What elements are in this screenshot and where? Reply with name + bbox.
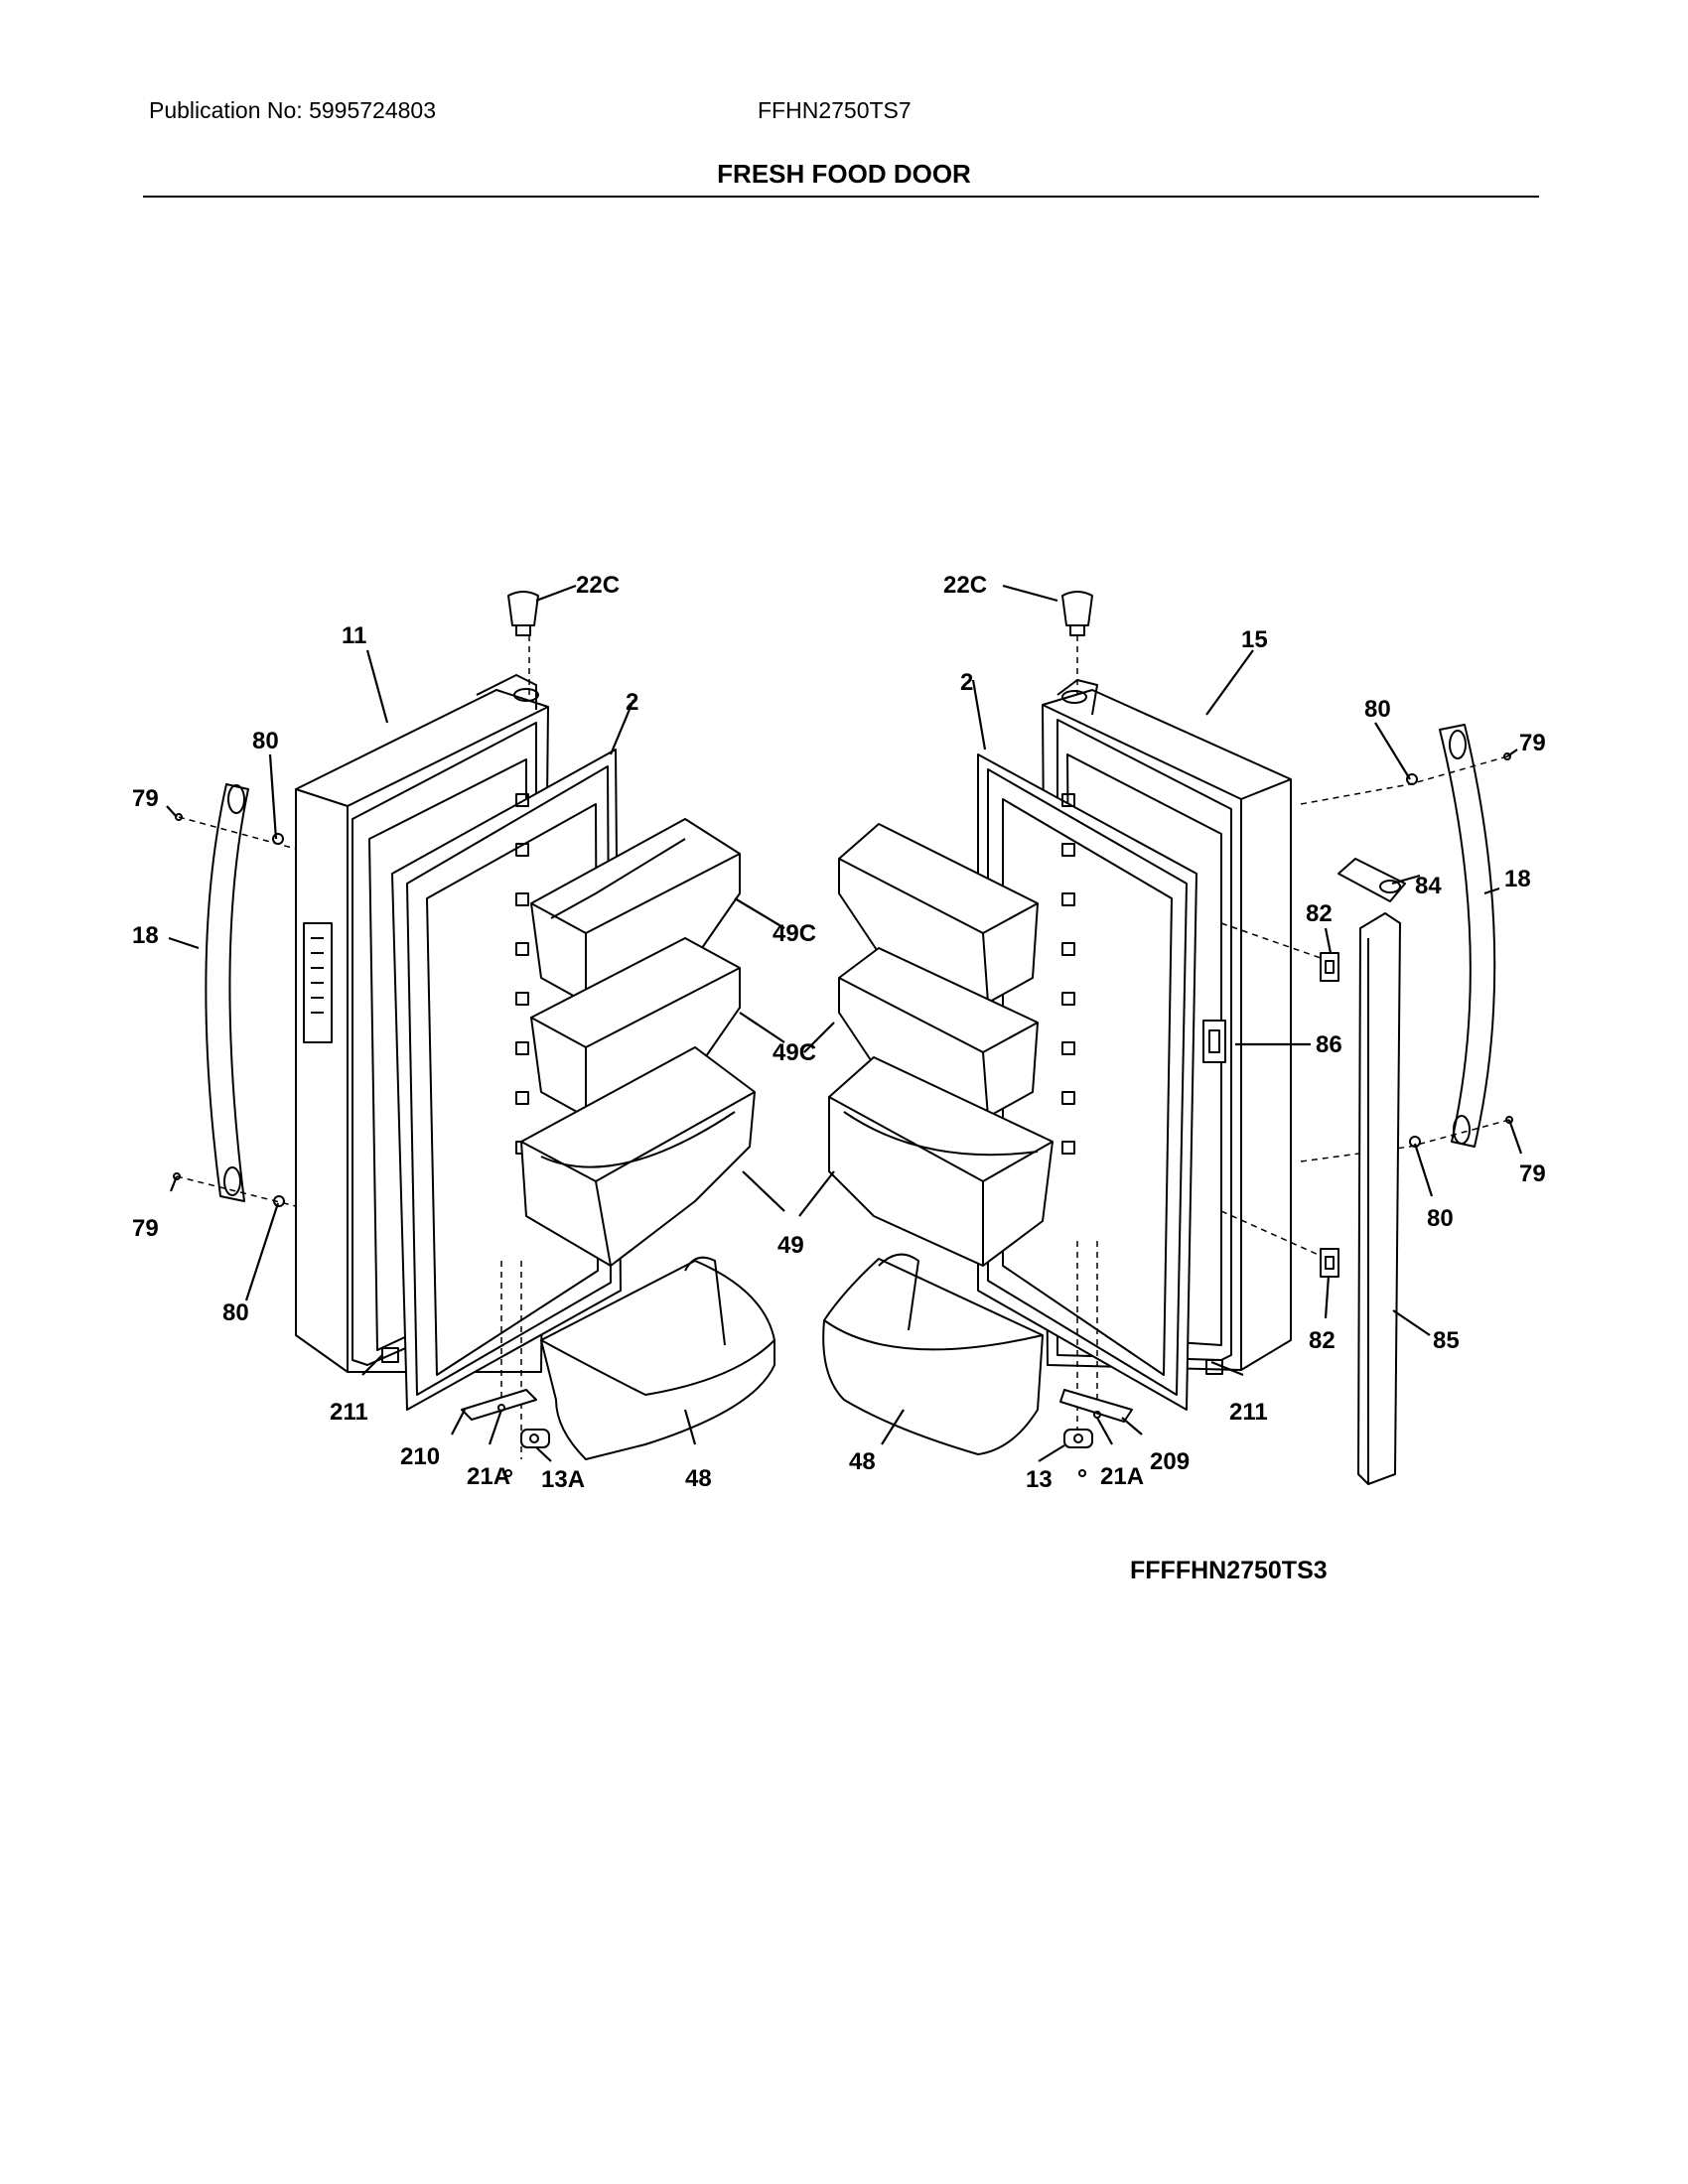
callout-86: 86: [1316, 1031, 1342, 1058]
diagram-code: FFFFHN2750TS3: [1130, 1557, 1328, 1584]
control-panel: [303, 922, 333, 1043]
callout-211-right: 211: [1229, 1399, 1268, 1426]
callout-82-top: 82: [1306, 900, 1333, 927]
mullion-bracket-82-bottom: [1320, 1248, 1339, 1278]
callout-49: 49: [777, 1232, 804, 1259]
publication-number: Publication No: 5995724803: [149, 97, 437, 123]
right-bin-49: [828, 1056, 1054, 1267]
mullion-bracket-82-top: [1320, 952, 1339, 982]
callout-21a-right: 21A: [1100, 1463, 1144, 1490]
right-bin-48: [822, 1253, 1044, 1455]
left-hinge-bushing: [507, 591, 539, 636]
callout-84: 84: [1415, 873, 1442, 899]
callout-209: 209: [1150, 1448, 1190, 1475]
left-handle: [205, 783, 249, 1202]
callout-49c-top: 49C: [773, 920, 816, 947]
right-door-dikes: [1061, 793, 1075, 1155]
callout-48-left: 48: [685, 1465, 712, 1492]
callout-21a-left: 21A: [467, 1463, 510, 1490]
callout-22c-right: 22C: [943, 572, 987, 599]
right-bin-49c-top: [838, 823, 1039, 1004]
callout-2-left: 2: [626, 689, 638, 716]
title-rule: [143, 196, 1539, 198]
callout-13a: 13A: [541, 1466, 585, 1493]
page-title: FRESH FOOD DOOR: [717, 159, 971, 189]
callout-11: 11: [342, 622, 366, 649]
callout-211-left: 211: [330, 1399, 368, 1426]
model-number: FFHN2750TS7: [758, 97, 912, 123]
callout-210: 210: [400, 1443, 440, 1470]
callout-48-right: 48: [849, 1448, 876, 1475]
callout-22c-left: 22C: [576, 572, 620, 599]
right-handle: [1439, 724, 1496, 1148]
left-bin-48: [540, 1256, 775, 1460]
callout-18-right: 18: [1504, 866, 1531, 892]
callout-80-top-left: 80: [252, 728, 279, 754]
callout-80-top-right: 80: [1364, 696, 1391, 723]
callout-49c-mid: 49C: [773, 1039, 816, 1066]
callout-80-bottom-left: 80: [222, 1299, 249, 1326]
right-door-bracket-86: [1202, 1020, 1226, 1063]
callout-82-bottom: 82: [1309, 1327, 1336, 1354]
left-bin-49: [520, 1046, 756, 1267]
callout-79-bottom-right: 79: [1519, 1160, 1546, 1187]
callout-79-top-left: 79: [132, 785, 159, 812]
callout-13: 13: [1026, 1466, 1053, 1493]
callout-2-right: 2: [960, 669, 973, 696]
callout-80-bottom-right: 80: [1427, 1205, 1454, 1232]
right-bottom-hinge: [1059, 1359, 1223, 1477]
left-handle-guides: [176, 635, 530, 1459]
callout-79-bottom-left: 79: [132, 1215, 159, 1242]
callout-79-top-right: 79: [1519, 730, 1546, 756]
callout-18-left: 18: [132, 922, 159, 949]
left-bottom-hinge: [381, 1347, 550, 1477]
leader-lines: [166, 584, 1523, 1462]
callout-15: 15: [1241, 626, 1268, 653]
right-hinge-bushing: [1061, 591, 1093, 636]
callout-85: 85: [1433, 1327, 1460, 1354]
mullion-85: [1357, 912, 1401, 1485]
mullion-hinge-84: [1337, 858, 1406, 902]
